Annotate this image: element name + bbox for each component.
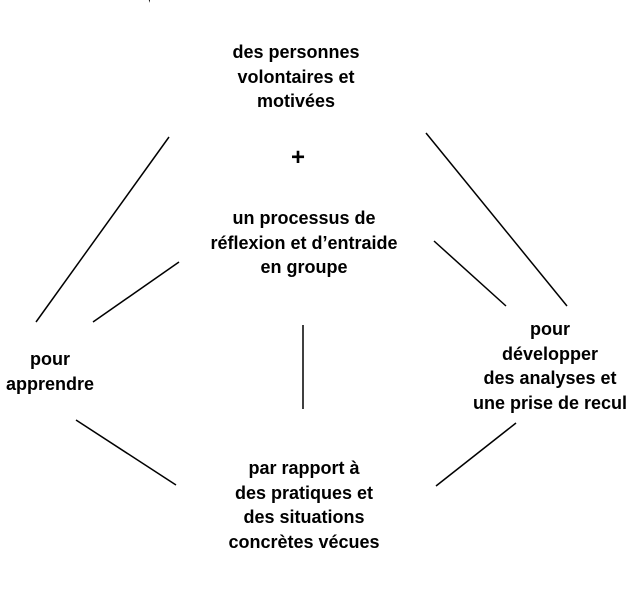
node-middle-line-3: en groupe	[260, 257, 348, 277]
connector-right-bottom	[435, 422, 517, 487]
node-middle-line-1: un processus de	[232, 208, 376, 228]
node-right: pour développer des analyses et une pris…	[461, 317, 639, 415]
stray-mark: ,	[148, 0, 152, 4]
node-right-line-4: une prise de recul	[472, 392, 628, 413]
node-left: pour apprendre	[0, 347, 100, 396]
node-right-line-1: pour	[530, 319, 570, 339]
node-top-line-2: volontaires et	[237, 66, 355, 87]
node-bottom-line-2: des pratiques et	[234, 482, 374, 503]
connector-top-left	[35, 136, 170, 323]
node-right-line-3: des analyses et	[483, 368, 617, 388]
node-top-line-3: motivées	[256, 91, 336, 111]
node-middle-line-2: réflexion et d’entraide	[210, 232, 398, 253]
node-bottom: par rapport à des pratiques et des situa…	[204, 456, 404, 554]
node-right-line-2: développer	[501, 343, 599, 364]
connector-middle-right	[433, 240, 507, 307]
connector-top-right	[425, 132, 568, 307]
node-middle: un processus de réflexion et d’entraide …	[186, 206, 422, 280]
node-bottom-line-4: concrètes vécues	[228, 531, 380, 552]
connector-middle-left	[92, 261, 180, 323]
node-bottom-line-3: des situations	[243, 507, 365, 527]
connector-left-bottom	[75, 419, 177, 486]
node-bottom-line-1: par rapport à	[248, 458, 360, 478]
plus-operator: +	[290, 144, 305, 171]
node-top: des personnes volontaires et motivées	[196, 40, 396, 114]
node-left-line-2: apprendre	[5, 373, 95, 394]
node-top-line-1: des personnes	[232, 42, 360, 62]
node-left-line-1: pour	[30, 349, 70, 369]
